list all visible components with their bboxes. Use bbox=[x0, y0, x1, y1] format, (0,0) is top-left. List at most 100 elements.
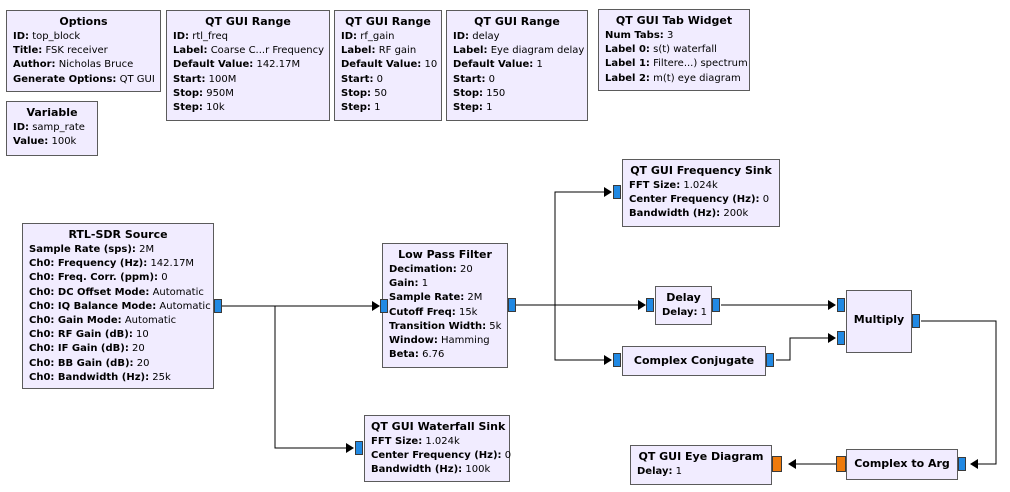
param-value: delay bbox=[472, 31, 500, 42]
block-param: Label 0: s(t) waterfall bbox=[605, 43, 743, 57]
param-value: 15k bbox=[458, 306, 478, 318]
block-param: Beta: 6.76 bbox=[389, 348, 501, 362]
eye-diagram-in-port[interactable] bbox=[772, 456, 782, 472]
wire-lpf-to-conj bbox=[554, 305, 604, 361]
multiply-in0-port[interactable] bbox=[837, 298, 845, 312]
block-param: Transition Width: 5k bbox=[389, 320, 501, 334]
param-value: 1 bbox=[374, 102, 381, 114]
c2arg-out-port[interactable] bbox=[836, 456, 846, 472]
block-param: Title: FSK receiver bbox=[13, 44, 154, 58]
param-value: 20 bbox=[460, 264, 473, 275]
multiply-block[interactable]: Multiply bbox=[846, 290, 912, 353]
param-value: 2M bbox=[467, 292, 483, 304]
param-label: Ch0: DC Offset Mode: bbox=[29, 286, 150, 298]
block-param: Author: Nicholas Bruce bbox=[13, 58, 154, 72]
param-label: Start: bbox=[453, 73, 486, 85]
param-value: 20 bbox=[132, 343, 145, 355]
param-label: Decimation: bbox=[389, 264, 457, 275]
param-value: 950M bbox=[206, 87, 234, 99]
block-param: Bandwidth (Hz): 100k bbox=[371, 463, 503, 477]
rtl-sdr-out-port[interactable] bbox=[214, 299, 222, 313]
param-value: FSK receiver bbox=[45, 45, 108, 57]
param-value: 0 bbox=[161, 272, 168, 284]
param-label: Sample Rate: bbox=[389, 292, 465, 304]
wire-multiply-to-c2arg bbox=[921, 320, 997, 465]
param-label: Label 0: bbox=[605, 44, 650, 56]
lpf-out-port[interactable] bbox=[508, 298, 516, 312]
param-value: 1.024k bbox=[425, 436, 460, 447]
wire-rtl-to-waterfall bbox=[274, 306, 346, 449]
arrow-delay-in bbox=[638, 300, 646, 310]
param-label: Beta: bbox=[389, 349, 419, 361]
block-title: QT GUI Range bbox=[205, 15, 291, 28]
conj-out-port[interactable] bbox=[766, 353, 774, 367]
block-param: Stop: 150 bbox=[453, 87, 581, 101]
multiply-in1-port[interactable] bbox=[837, 331, 845, 345]
arrow-multiply-in0 bbox=[828, 300, 836, 310]
param-value: 200k bbox=[723, 208, 749, 220]
param-label: Gain: bbox=[389, 278, 419, 290]
param-label: Step: bbox=[173, 102, 203, 114]
param-value: Hamming bbox=[441, 335, 490, 347]
freq-sink-in-port[interactable] bbox=[613, 185, 621, 199]
arrow-freqsink-in bbox=[604, 187, 612, 197]
block-title: Low Pass Filter bbox=[398, 248, 492, 261]
param-label: Ch0: RF Gain (dB): bbox=[29, 329, 133, 341]
complex-conjugate-block[interactable]: Complex Conjugate bbox=[622, 346, 766, 376]
param-label: Ch0: Bandwidth (Hz): bbox=[29, 371, 150, 383]
block-param: Stop: 950M bbox=[173, 87, 323, 101]
block-param: Step: 1 bbox=[453, 101, 581, 115]
block-title: Options bbox=[59, 15, 108, 28]
param-value: 5k bbox=[489, 320, 502, 332]
block-param: Num Tabs: 3 bbox=[605, 29, 743, 43]
block-title: Delay bbox=[666, 291, 701, 304]
block-title: QT GUI Eye Diagram bbox=[638, 450, 764, 463]
param-label: Window: bbox=[389, 335, 438, 347]
block-param: Cutoff Freq: 15k bbox=[389, 306, 501, 320]
param-value: 0 bbox=[504, 450, 512, 462]
block-param: Sample Rate (sps): 2M bbox=[29, 243, 207, 257]
block-param: ID: delay bbox=[453, 30, 581, 44]
param-value: top_block bbox=[32, 31, 81, 42]
complex-to-arg-block[interactable]: Complex to Arg bbox=[846, 449, 958, 480]
delay-in-port[interactable] bbox=[646, 298, 654, 312]
wire-conj-to-multiply bbox=[776, 337, 828, 361]
delay-out-port[interactable] bbox=[712, 298, 720, 312]
block-param: Ch0: RF Gain (dB): 10 bbox=[29, 328, 207, 342]
param-label: Value: bbox=[13, 136, 49, 148]
param-label: Sample Rate (sps): bbox=[29, 244, 136, 255]
block-param: Step: 1 bbox=[341, 101, 435, 115]
c2arg-in-port[interactable] bbox=[958, 457, 966, 471]
waterfall-in-port[interactable] bbox=[355, 441, 363, 455]
block-param: Step: 10k bbox=[173, 101, 323, 115]
param-value: Nicholas Bruce bbox=[58, 59, 134, 71]
param-value: 1 bbox=[536, 59, 543, 71]
block-title: QT GUI Range bbox=[474, 15, 560, 28]
multiply-out-port[interactable] bbox=[912, 314, 920, 328]
lpf-in-port[interactable] bbox=[380, 299, 388, 313]
param-label: ID: bbox=[341, 31, 358, 42]
block-param: Bandwidth (Hz): 200k bbox=[629, 207, 773, 221]
block-title: QT GUI Frequency Sink bbox=[630, 164, 772, 177]
param-label: Center Frequency (Hz): bbox=[371, 450, 502, 462]
param-label: ID: bbox=[13, 31, 30, 42]
param-value: 0 bbox=[376, 73, 384, 85]
param-label: Num Tabs: bbox=[605, 30, 664, 41]
block-param: Stop: 50 bbox=[341, 87, 435, 101]
block-param: Label: Coarse C...r Frequency bbox=[173, 44, 324, 58]
block-title: Complex Conjugate bbox=[633, 354, 755, 367]
block-param: Label 1: Filtere...) spectrum bbox=[605, 57, 748, 71]
conj-in-port[interactable] bbox=[613, 353, 621, 367]
